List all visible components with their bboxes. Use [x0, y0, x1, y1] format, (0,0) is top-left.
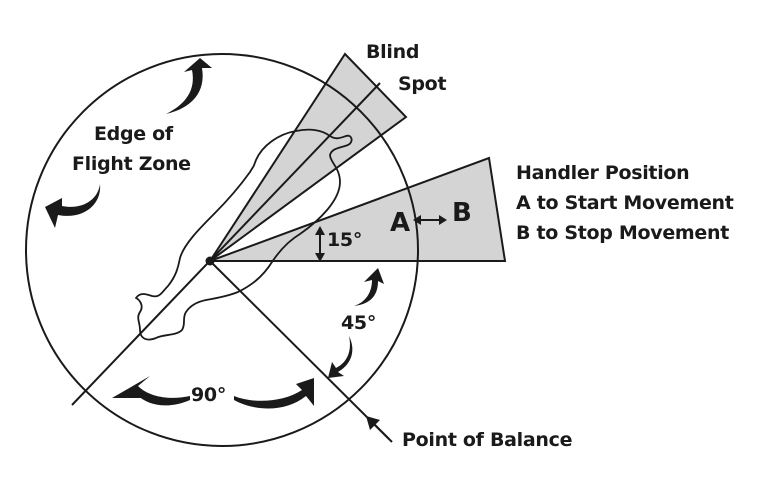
flight-zone-circle [25, 53, 419, 447]
handler-position-b-desc: B to Stop Movement [516, 222, 730, 244]
animal-outline [135, 128, 353, 341]
handler-position-a-desc: A to Start Movement [516, 192, 734, 214]
point-of-balance-label: Point of Balance [402, 429, 573, 451]
curved-arrow-90-right-icon [234, 378, 314, 409]
curved-arrow-45-up-icon [354, 268, 384, 306]
curved-arrow-90-left-icon [112, 376, 190, 406]
fifteen-degree-arrow-icon [315, 226, 325, 262]
a-b-double-arrow-icon [413, 215, 447, 225]
body-axis-line [71, 82, 381, 406]
ninety-degree-label: 90° [191, 384, 227, 406]
animal-pivot-dot [205, 256, 215, 266]
point-of-balance-line [209, 260, 393, 443]
position-a-label: A [390, 208, 410, 238]
fifteen-degree-label: 15° [327, 229, 363, 251]
edge-of-flight-zone-label-line2: Flight Zone [72, 153, 191, 175]
blind-spot-label-line1: Blind [366, 41, 420, 63]
handler-position-title: Handler Position [516, 162, 690, 184]
position-b-label: B [452, 198, 472, 228]
blind-spot-label-line2: Spot [398, 73, 447, 95]
curved-arrow-45-down-icon [328, 336, 353, 378]
edge-of-flight-zone-label-line1: Edge of [94, 123, 173, 145]
handler-position-wedge [209, 156, 507, 262]
point-of-balance-arrow-icon [366, 416, 390, 440]
curved-arrow-up-icon [166, 58, 212, 114]
curved-arrow-down-left-icon [45, 184, 101, 228]
forty-five-degree-label: 45° [341, 312, 377, 334]
